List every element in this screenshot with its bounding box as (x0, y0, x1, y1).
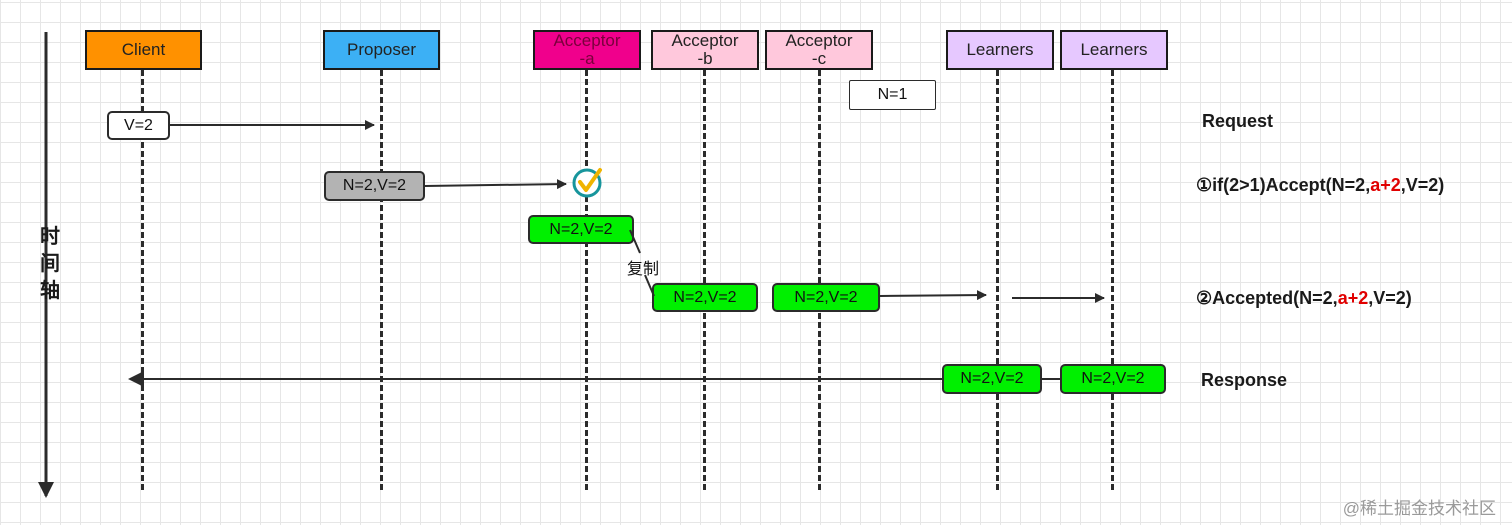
lifeline-proposer (380, 70, 383, 490)
phase-accepted-highlight: a+2 (1337, 288, 1369, 308)
copy-connector-bottom (644, 274, 655, 297)
copy-label: 复制 (627, 261, 660, 278)
actor-learner-1: Learners (946, 30, 1054, 70)
phase-accept-label: ①if(2>1)Accept(N=2,a+2,V=2) (1196, 175, 1444, 196)
acceptor-c-message-box: N=2,V=2 (772, 283, 880, 312)
phase-accepted-prefix: ②Accepted(N=2, (1196, 288, 1338, 308)
lifeline-learner-1 (996, 70, 999, 490)
time-axis-label: 时 间 轴 (40, 226, 60, 302)
watermark: @稀土掘金技术社区 (1342, 499, 1496, 518)
learner-2-message-box: N=2,V=2 (1060, 364, 1166, 394)
actor-acceptor-c: Acceptor -c (765, 30, 873, 70)
actor-acceptor-b: Acceptor -b (651, 30, 759, 70)
phase-response-label: Response (1201, 370, 1288, 390)
learner-1-message-box: N=2,V=2 (942, 364, 1042, 394)
accept-check-icon (572, 168, 602, 198)
phase-request-label: Request (1202, 111, 1274, 131)
proposer-message-box: N=2,V=2 (324, 171, 425, 201)
phase-accept-highlight: a+2 (1370, 175, 1401, 195)
lifeline-acceptor-a (585, 70, 588, 490)
lifeline-acceptor-c (818, 70, 821, 490)
actor-client: Client (85, 30, 202, 70)
copy-connector-top (629, 229, 641, 254)
acceptor-b-message-box: N=2,V=2 (652, 283, 758, 312)
ballot-number-box: N=1 (849, 80, 936, 110)
actor-learner-2: Learners (1060, 30, 1168, 70)
phase-accept-prefix: ①if(2>1)Accept(N=2, (1196, 175, 1371, 195)
arrow-acceptor-c-to-learner-1 (879, 290, 987, 301)
phase-accept-suffix: ,V=2) (1400, 175, 1445, 195)
lifeline-learner-2 (1111, 70, 1114, 490)
actor-proposer: Proposer (323, 30, 440, 70)
client-value-box: V=2 (107, 111, 170, 140)
phase-accepted-suffix: ,V=2) (1368, 288, 1412, 308)
arrow-proposer-to-acceptor (424, 179, 567, 190)
lifeline-acceptor-b (703, 70, 706, 490)
acceptor-a-message-box: N=2,V=2 (528, 215, 634, 244)
actor-acceptor-a: Acceptor -a (533, 30, 641, 70)
lifeline-client (141, 70, 144, 490)
phase-accepted-label: ②Accepted(N=2,a+2,V=2) (1196, 288, 1412, 309)
